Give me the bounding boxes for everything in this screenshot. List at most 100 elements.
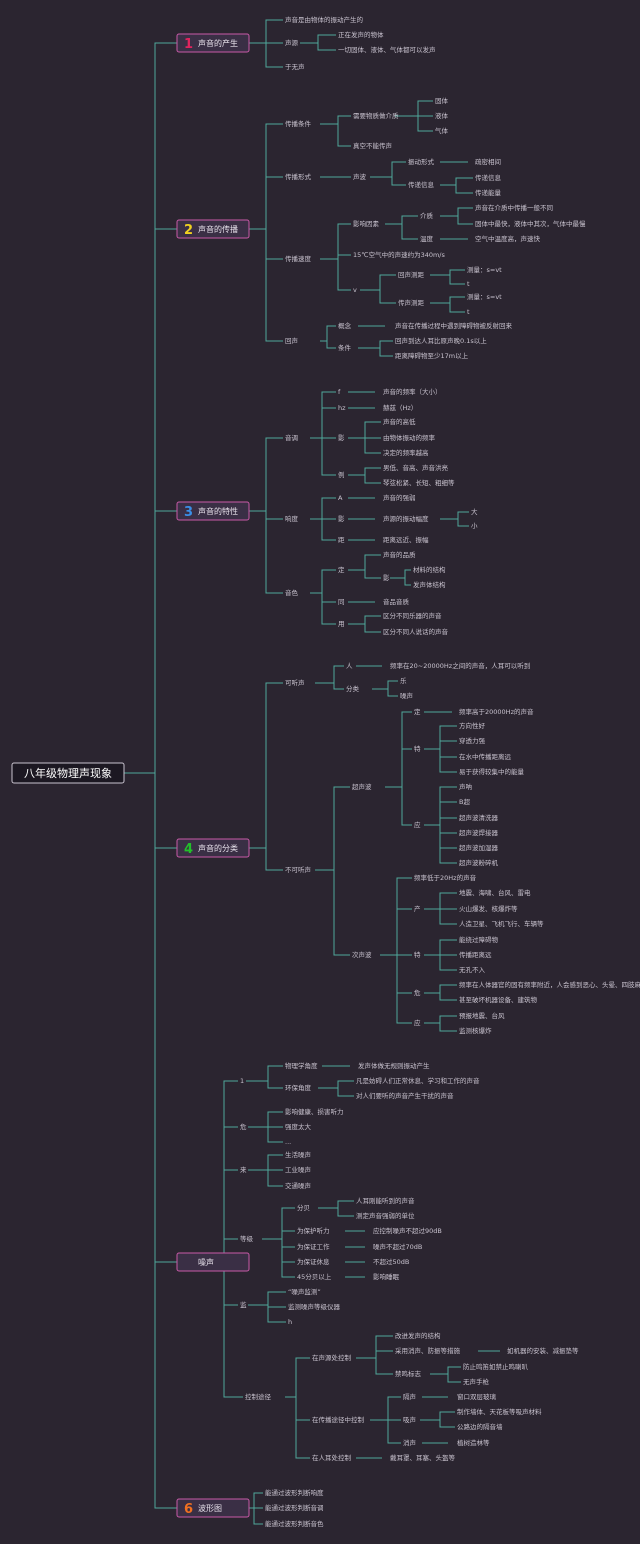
- node-label[interactable]: 控制途径: [245, 1392, 272, 1401]
- node-label[interactable]: 由物体振动的频率: [383, 433, 436, 442]
- node-label[interactable]: 固体中最快，液体中其次，气体中最慢: [475, 219, 586, 228]
- node-label[interactable]: 声音的高低: [383, 417, 416, 426]
- node-label[interactable]: 在声源处控制: [312, 1353, 352, 1362]
- node-label[interactable]: 音色: [285, 588, 299, 597]
- node-label[interactable]: 声音是由物体的振动产生的: [285, 15, 364, 24]
- node-label[interactable]: 真空不能传声: [353, 141, 393, 150]
- node-label[interactable]: 能通过波形判断响度: [265, 1488, 324, 1497]
- node-label[interactable]: 频率在20~20000Hz之间的声音，人耳可以听到: [390, 661, 530, 670]
- node-label[interactable]: 测量：s=vt: [467, 293, 502, 301]
- node-label[interactable]: 概念: [338, 321, 352, 330]
- node-label[interactable]: 预报地震、台风: [459, 1011, 505, 1020]
- node-label[interactable]: A: [338, 494, 343, 502]
- node-label[interactable]: 影: [383, 573, 390, 582]
- node-label[interactable]: 液体: [435, 111, 449, 120]
- node-label[interactable]: 能绕过障碍物: [459, 935, 499, 944]
- node-label[interactable]: 45分贝以上: [297, 1272, 332, 1281]
- node-label[interactable]: 交通噪声: [285, 1181, 312, 1190]
- node-label[interactable]: 材料的结构: [413, 565, 446, 574]
- node-label[interactable]: v: [353, 286, 357, 294]
- node-label[interactable]: 方向性好: [459, 721, 486, 730]
- root-node[interactable]: 八年级物理声现象: [11, 762, 125, 784]
- node-label[interactable]: 测量：s=vt: [467, 266, 502, 274]
- node-label[interactable]: 在传播途径中控制: [312, 1415, 365, 1424]
- node-label[interactable]: 噪声不超过70dB: [373, 1242, 422, 1251]
- node-label[interactable]: f: [338, 388, 341, 396]
- node-label[interactable]: 人: [346, 662, 353, 670]
- node-label[interactable]: 声音的品质: [383, 550, 416, 559]
- node-label[interactable]: 乐: [400, 676, 407, 685]
- node-label[interactable]: 人耳刚能听到的声音: [356, 1196, 415, 1205]
- node-label[interactable]: 危: [240, 1122, 247, 1131]
- node-label[interactable]: 音调: [285, 433, 298, 442]
- node-label[interactable]: 分贝: [297, 1203, 310, 1212]
- node-label[interactable]: 禁鸣标志: [395, 1369, 422, 1378]
- node-label[interactable]: 影: [338, 514, 345, 523]
- node-label[interactable]: 穿透力强: [459, 736, 486, 745]
- node-label[interactable]: t: [467, 308, 470, 316]
- node-label[interactable]: 条件: [338, 343, 352, 352]
- node-label[interactable]: B超: [459, 797, 470, 806]
- node-label[interactable]: 定: [338, 565, 345, 574]
- node-label[interactable]: 植树造林等: [457, 1438, 490, 1447]
- node-label[interactable]: 影响因素: [353, 219, 380, 228]
- node-label[interactable]: 制作墙体、天花板等吸声材料: [457, 1407, 542, 1416]
- node-label[interactable]: 超声波焊接器: [459, 828, 499, 837]
- node-label[interactable]: 可听声: [285, 678, 305, 687]
- node-label[interactable]: 监测核爆炸: [459, 1026, 492, 1035]
- node-label[interactable]: 物理学角度: [285, 1061, 318, 1070]
- node-label[interactable]: 决定的频率越高: [383, 448, 429, 457]
- node-label[interactable]: 空气中温度高，声速快: [475, 234, 541, 243]
- node-label[interactable]: 吸声: [403, 1415, 417, 1424]
- node-label[interactable]: 影响健康、损害听力: [285, 1107, 344, 1116]
- node-label[interactable]: 人造卫星、飞机飞行、车辆等: [459, 919, 544, 928]
- node-label[interactable]: 能通过波形判断音色: [265, 1519, 324, 1528]
- node-label[interactable]: 防止鸣笛如禁止鸣喇叭: [463, 1362, 529, 1371]
- node-label[interactable]: 来: [240, 1166, 247, 1174]
- node-label[interactable]: 传播速度: [285, 254, 312, 263]
- node-label[interactable]: 甚至破坏机器设备、建筑物: [459, 995, 538, 1004]
- node-label[interactable]: 传播距离远: [459, 950, 492, 959]
- node-label[interactable]: 男低、音高、声音洪亮: [383, 463, 449, 472]
- node-label[interactable]: 凡是妨碍人们正常休息、学习和工作的声音: [356, 1076, 480, 1085]
- node-label[interactable]: 消声: [403, 1438, 417, 1447]
- node-label[interactable]: 回声: [285, 336, 299, 345]
- node-label[interactable]: 声音的强弱: [383, 493, 416, 502]
- node-label[interactable]: 需要物质做介质: [353, 111, 399, 120]
- node-label[interactable]: 噪声: [400, 691, 414, 700]
- node-label[interactable]: 工业噪声: [285, 1165, 312, 1174]
- node-label[interactable]: 固体: [435, 96, 449, 105]
- node-label[interactable]: 隔声: [403, 1392, 417, 1401]
- node-label[interactable]: 产: [414, 904, 421, 913]
- node-label[interactable]: 声音在传播过程中遇到障碍物被反射回来: [395, 321, 513, 330]
- node-label[interactable]: 无孔不入: [459, 966, 486, 974]
- node-label[interactable]: 响度: [285, 514, 299, 523]
- node-label[interactable]: 区分不同人说话的声音: [383, 627, 449, 636]
- node-label[interactable]: 戴耳罩、耳塞、头盔等: [390, 1453, 456, 1462]
- node-label[interactable]: 区分不同乐器的声音: [383, 611, 442, 620]
- node-label[interactable]: 发声体做无规则振动产生: [358, 1061, 430, 1070]
- node-label[interactable]: 声音的频率（大小）: [383, 387, 442, 396]
- node-label[interactable]: h: [288, 1318, 292, 1326]
- node-label[interactable]: 影: [338, 433, 345, 442]
- node-label[interactable]: 频率高于20000Hz的声音: [459, 707, 534, 716]
- node-label[interactable]: 在水中传播距离远: [459, 752, 512, 761]
- node-label[interactable]: 对人们要听的声音产生干扰的声音: [356, 1091, 454, 1100]
- node-label[interactable]: 1: [240, 1077, 244, 1085]
- node-label[interactable]: 为保证工作: [297, 1242, 330, 1251]
- node-label[interactable]: 赫兹（Hz）: [383, 403, 417, 412]
- node-label[interactable]: ...: [285, 1138, 291, 1146]
- node-label[interactable]: 回声到达人耳比原声晚0.1s以上: [395, 336, 487, 345]
- node-label[interactable]: 超声波清洗器: [459, 813, 499, 822]
- node-label[interactable]: 公路边的隔音墙: [457, 1422, 503, 1431]
- node-label[interactable]: 声源: [285, 38, 299, 47]
- node-label[interactable]: 介质: [420, 211, 434, 220]
- node-label[interactable]: 测定声音强弱的单位: [356, 1211, 415, 1220]
- node-label[interactable]: 如机器的安装、减振垫等: [507, 1346, 579, 1355]
- node-label[interactable]: 不超过50dB: [373, 1257, 409, 1266]
- node-label[interactable]: 正在发声的物体: [338, 30, 384, 39]
- node-label[interactable]: 不可听声: [285, 865, 312, 874]
- node-label[interactable]: 影响睡眠: [373, 1272, 400, 1281]
- node-label[interactable]: 为保护听力: [297, 1226, 330, 1235]
